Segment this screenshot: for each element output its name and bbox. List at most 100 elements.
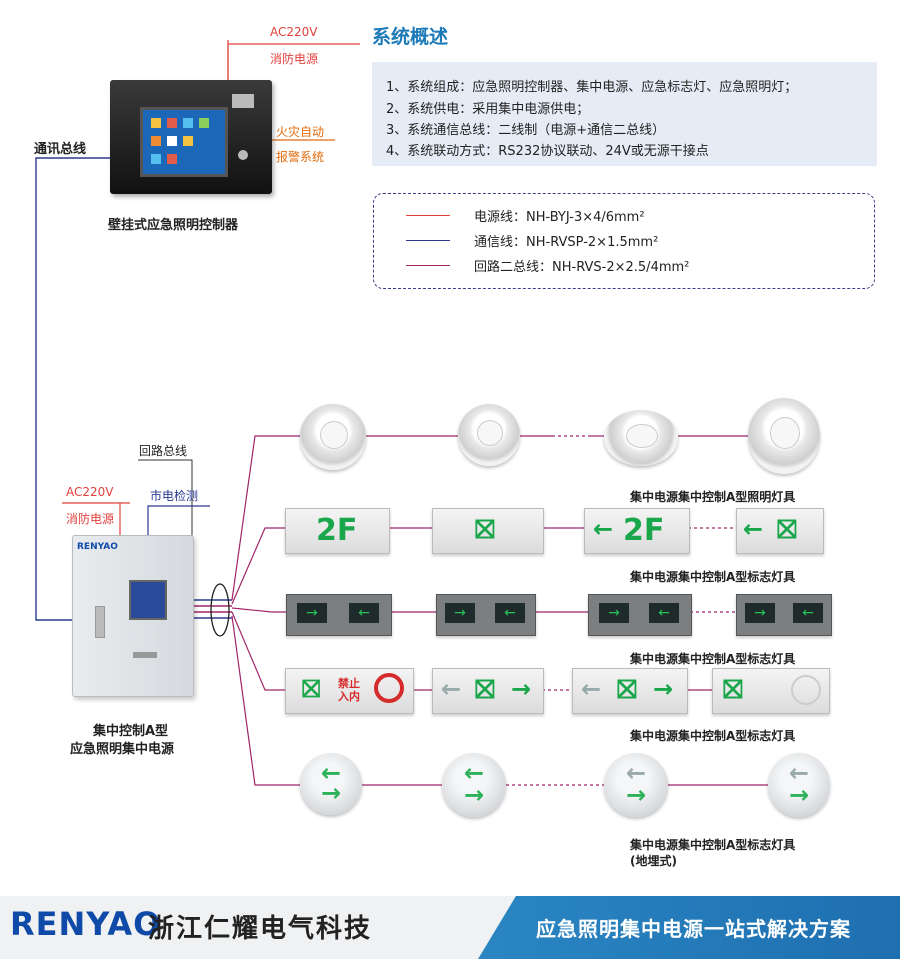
arrow-left-icon: ← — [743, 515, 764, 543]
arrow-left-icon: ← — [625, 759, 647, 787]
arrow-right-icon: → — [745, 603, 775, 623]
fire-alarm-label-1: 火灾自动 — [276, 125, 325, 139]
arrow-right-icon: → — [463, 781, 485, 809]
floor-sign-2f: 2F — [285, 508, 390, 554]
arrow-left-icon: ← — [593, 515, 614, 543]
mains-detect-label: 市电检测 — [150, 489, 199, 503]
arrow-left-icon: ← — [463, 759, 485, 787]
arrow-left-icon: ← — [495, 603, 525, 623]
controller-caption: 壁挂式应急照明控制器 — [108, 218, 239, 233]
slogan: 应急照明集中电源一站式解决方案 — [536, 917, 851, 941]
arrow-right-icon: → — [297, 603, 327, 623]
branch-row-5 — [231, 615, 300, 786]
arrow-right-icon: → — [599, 603, 629, 623]
exit-sign-bidir-1: ← ⛝ → — [432, 668, 544, 714]
cabinet-caption-1: 集中控制A型 — [93, 724, 169, 739]
row5-caption: 集中电源集中控制A型标志灯具 — [630, 838, 796, 852]
v-sign-4: →← — [736, 594, 832, 636]
ceiling-lamp-2 — [458, 404, 520, 466]
row1-caption: 集中电源集中控制A型照明灯具 — [630, 490, 796, 504]
arrow-right-icon: → — [445, 603, 475, 623]
floor-disc-4: ←→ — [768, 753, 830, 817]
arrow-right-icon: → — [625, 781, 647, 809]
recessed-lamp — [604, 410, 678, 466]
v-sign-2: →← — [436, 594, 536, 636]
arrow-right-icon: → — [511, 675, 532, 703]
arrow-right-icon: → — [653, 675, 674, 703]
arrow-left-icon: ← — [320, 759, 342, 787]
row5-caption-2: (地埋式) — [630, 854, 677, 868]
app-grid-icon — [151, 118, 209, 164]
exit-icon: ⛝ — [723, 675, 743, 705]
exit-icon: ⛝ — [475, 675, 495, 705]
cabinet-caption-2: 应急照明集中电源 — [70, 742, 175, 757]
no-entry-icon — [374, 673, 404, 703]
overview-box: 1、系统组成：应急照明控制器、集中电源、应急标志灯、应急照明灯； 2、系统供电：… — [372, 62, 877, 166]
exit-icon: ⛝ — [617, 675, 637, 705]
legend-comm-line: 通信线：NH-RVSP-2×1.5mm² — [406, 231, 658, 250]
dome-lamp — [748, 398, 820, 474]
overview-line-3: 3、系统通信总线：二线制（电源+通信二总线） — [386, 123, 666, 138]
cabinet-power-source-label: 消防电源 — [66, 512, 115, 526]
controller-power-label: AC220V — [270, 25, 318, 39]
arrow-left-icon: ← — [349, 603, 379, 623]
branch-row-4 — [231, 611, 285, 691]
arrow-right-icon: → — [320, 779, 342, 807]
wall-mounted-controller — [110, 80, 272, 194]
company-name: 浙江仁耀电气科技 — [148, 914, 373, 944]
central-power-cabinet: RENYAO — [72, 535, 194, 697]
branch-row-1 — [231, 435, 300, 601]
exit-sign-bidir-2: ← ⛝ → — [572, 668, 688, 714]
arrow-left-icon: ← — [441, 675, 462, 703]
controller-key-icon — [238, 150, 248, 160]
legend-power-line: 电源线：NH-BYJ-3×4/6mm² — [406, 206, 645, 225]
cabinet-vent — [133, 652, 157, 658]
floor-disc-1: ←→ — [300, 753, 362, 815]
controller-screen — [140, 107, 228, 177]
branch-row-2 — [231, 527, 285, 605]
no-entry-icon — [791, 675, 821, 705]
arrow-left-icon: ← — [581, 675, 602, 703]
comm-bus-label: 通讯总线 — [34, 142, 87, 157]
mains-detect-line — [147, 505, 210, 535]
exit-icon: ⛝ — [777, 515, 797, 545]
overview-line-1: 1、系统组成：应急照明控制器、集中电源、应急标志灯、应急照明灯； — [386, 80, 798, 95]
arrow-right-icon: → — [788, 781, 810, 809]
ceiling-lamp-1 — [300, 404, 366, 470]
arrow-left-icon: ← — [793, 603, 823, 623]
overview-line-4: 4、系统联动方式：RS232协议联动、24V或无源干接点 — [386, 144, 709, 159]
cable-legend: 电源线：NH-BYJ-3×4/6mm² 通信线：NH-RVSP-2×1.5mm²… — [373, 193, 875, 289]
loop-bus-label: 回路总线 — [139, 444, 188, 458]
v-sign-3: →← — [588, 594, 692, 636]
cabinet-brand: RENYAO — [77, 542, 118, 552]
legend-loop-line: 回路二总线：NH-RVS-2×2.5/4mm² — [406, 256, 689, 275]
floor-sign-arrow-2f: ← 2F — [584, 508, 690, 554]
overview-line-2: 2、系统供电：采用集中电源供电； — [386, 102, 590, 117]
arrow-left-icon: ← — [788, 759, 810, 787]
controller-printer-slot — [232, 94, 254, 108]
overview-title: 系统概述 — [372, 26, 449, 48]
row4-caption: 集中电源集中控制A型标志灯具 — [630, 729, 796, 743]
no-entry-sign: ⛝ 禁止入内 — [285, 668, 414, 714]
row3-caption: 集中电源集中控制A型标志灯具 — [630, 652, 796, 666]
floor-disc-2: ←→ — [442, 753, 506, 817]
exit-sign-plain: ⛝ — [712, 668, 830, 714]
no-entry-text: 禁止入内 — [338, 677, 360, 703]
exit-icon: ⛝ — [475, 515, 495, 545]
row2-caption: 集中电源集中控制A型标志灯具 — [630, 570, 796, 584]
floor-disc-3: ←→ — [604, 753, 668, 817]
bus-bundle-marker — [210, 583, 230, 637]
fire-alarm-label-2: 报警系统 — [276, 150, 325, 164]
footer-slogan-bar — [478, 896, 900, 959]
arrow-left-icon: ← — [649, 603, 679, 623]
cabinet-power-label: AC220V — [66, 485, 114, 499]
branch-row-3 — [231, 607, 286, 613]
brand-logo: RENYAO — [10, 905, 162, 943]
exit-sign-arrow: ← ⛝ — [736, 508, 824, 554]
controller-power-source-label: 消防电源 — [270, 52, 319, 66]
cabinet-handle-icon — [95, 606, 105, 638]
exit-icon: ⛝ — [302, 675, 321, 703]
v-sign-1: →← — [286, 594, 392, 636]
exit-sign-1: ⛝ — [432, 508, 544, 554]
